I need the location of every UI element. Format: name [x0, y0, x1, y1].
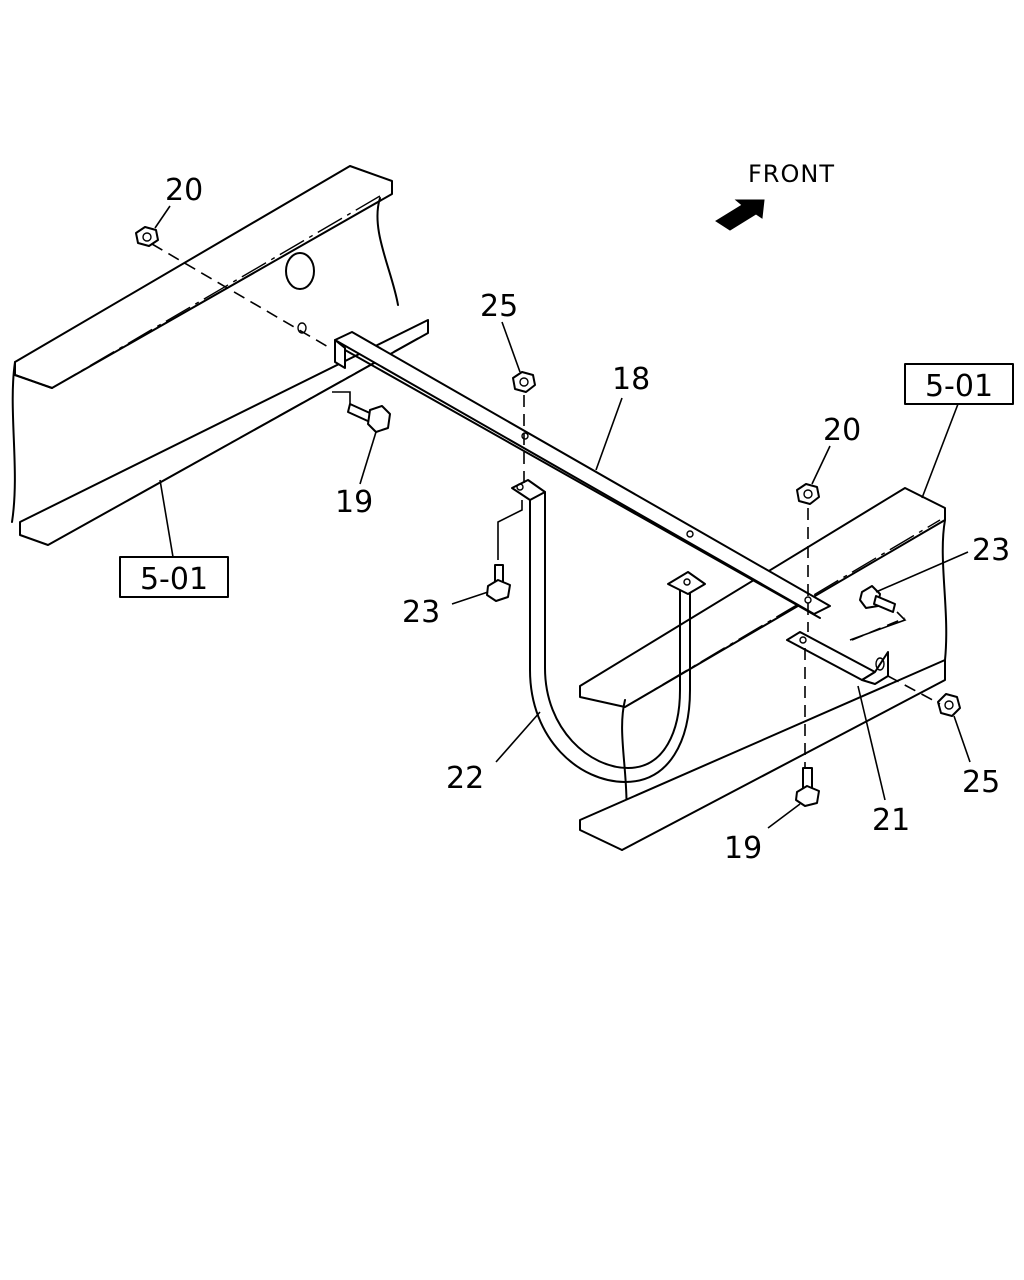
rail-hole — [285, 252, 315, 290]
callout-label: 18 — [612, 362, 650, 397]
nut-icon — [512, 371, 536, 393]
bolt-icon — [859, 585, 896, 613]
callout-label: 19 — [724, 831, 762, 866]
u-band — [511, 479, 706, 783]
callout-label: 20 — [823, 413, 861, 448]
reference-box-right: 5-01 — [904, 363, 1014, 499]
bolt-icon — [795, 767, 820, 807]
callout-label: 23 — [972, 533, 1010, 568]
reference-label: 5-01 — [140, 562, 208, 597]
assembly-lines — [151, 243, 941, 768]
bracket — [786, 631, 889, 685]
right-frame-rail — [579, 487, 948, 851]
callouts: 20 25 18 19 20 23 23 22 25 21 19 — [154, 173, 1010, 866]
bolt-icon — [486, 564, 511, 602]
front-arrow-icon — [715, 199, 765, 231]
callout-label: 20 — [165, 173, 203, 208]
cross-bar — [334, 331, 831, 619]
callout-label: 22 — [446, 761, 484, 796]
bolt-icon — [347, 403, 391, 433]
callout-label: 19 — [335, 485, 373, 520]
front-label: FRONT — [748, 160, 835, 188]
callout-label: 23 — [402, 595, 440, 630]
reference-label: 5-01 — [925, 369, 993, 404]
nut-icon — [937, 693, 961, 717]
callout-label: 25 — [962, 765, 1000, 800]
callout-label: 25 — [480, 289, 518, 324]
fasteners — [135, 226, 961, 807]
nut-icon — [135, 226, 159, 247]
front-indicator: FRONT — [715, 160, 835, 231]
nut-icon — [796, 483, 820, 505]
reference-box-left: 5-01 — [119, 479, 229, 598]
callout-label: 21 — [872, 803, 910, 838]
